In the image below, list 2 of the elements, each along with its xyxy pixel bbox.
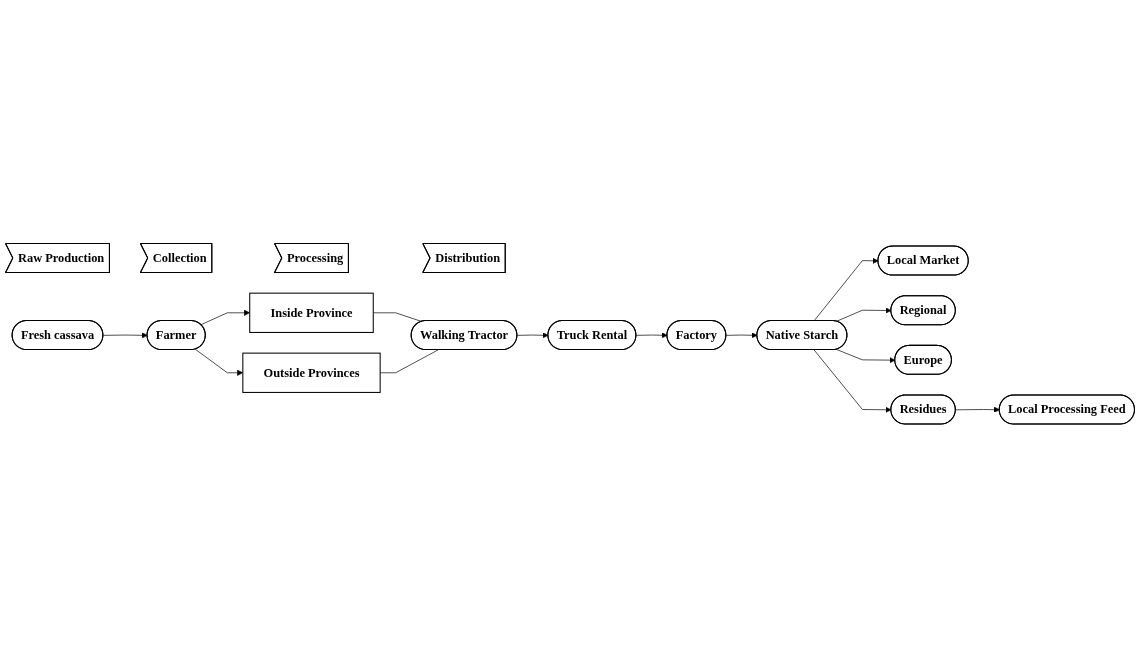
node-box: Outside Provinces (242, 352, 381, 394)
node-box: Inside Province (249, 292, 374, 334)
